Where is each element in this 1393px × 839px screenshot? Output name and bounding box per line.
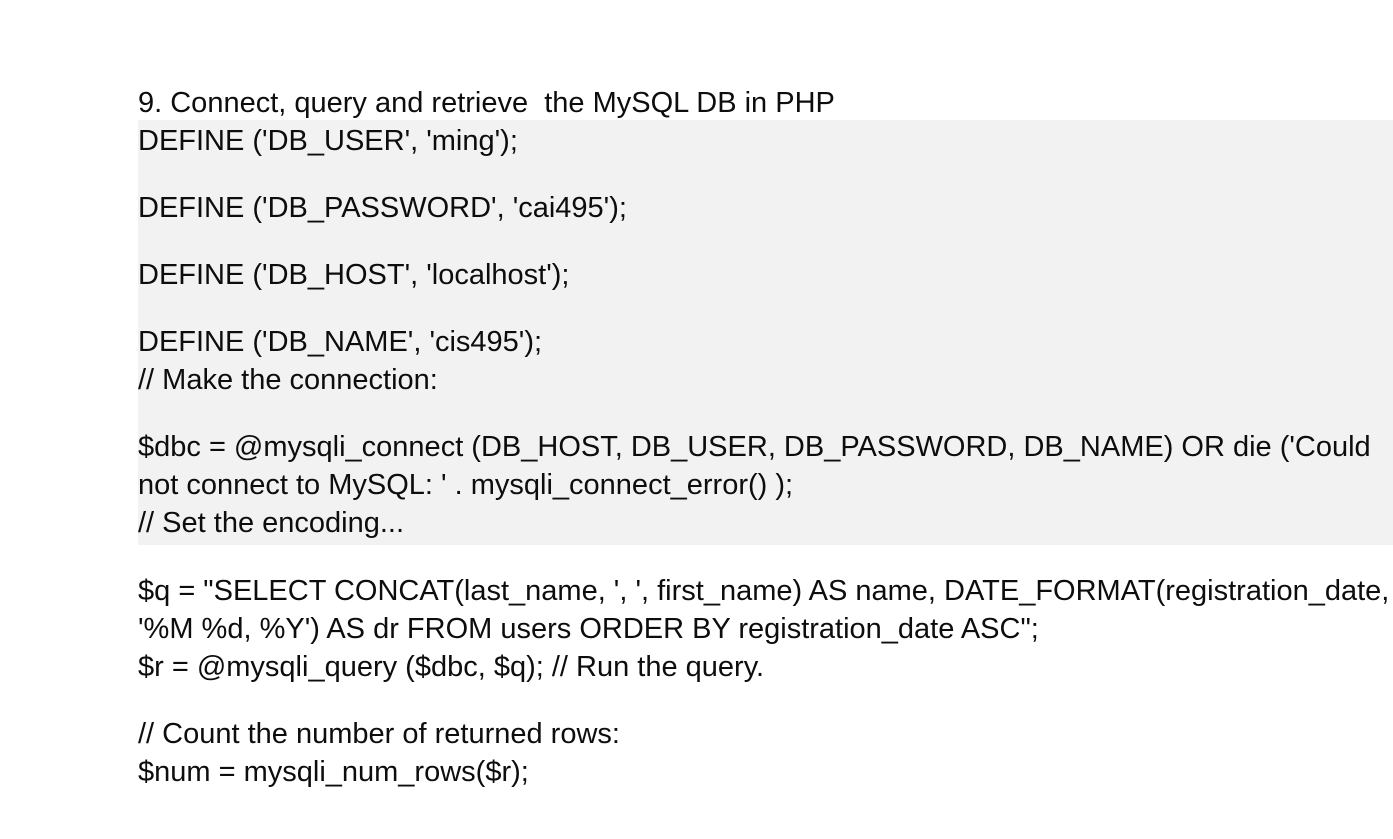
code-query-statement: $q = "SELECT CONCAT(last_name, ', ', fir… [138, 575, 1390, 645]
code-line: $r = @mysqli_query ($dbc, $q); // Run th… [138, 651, 765, 683]
code-blank-line [138, 294, 1393, 323]
section-gap [138, 542, 1393, 572]
code-comment-line: // Make the connection: [138, 364, 438, 396]
code-line: DEFINE ('DB_USER', 'ming'); [138, 125, 518, 157]
code-comment-line: // Count the number of returned rows: [138, 718, 620, 750]
code-blank-line [138, 160, 1393, 189]
code-connect-statement: $dbc = @mysqli_connect (DB_HOST, DB_USER… [138, 431, 1371, 501]
code-comment-line: // Set the encoding... [138, 507, 405, 539]
code-line: DEFINE ('DB_NAME', 'cis495'); [138, 326, 543, 358]
lower-code-block: $q = "SELECT CONCAT(last_name, ', ', fir… [138, 572, 1393, 791]
code-blank-line [138, 399, 1393, 428]
code-block: DEFINE ('DB_USER', 'ming'); DEFINE ('DB_… [138, 122, 1393, 542]
code-blank-line [138, 686, 1393, 715]
code-block-highlight [138, 120, 1393, 545]
code-line: DEFINE ('DB_PASSWORD', 'cai495'); [138, 192, 627, 224]
slide-content: 9. Connect, query and retrieve the MySQL… [138, 84, 1393, 791]
code-line: $num = mysqli_num_rows($r); [138, 756, 529, 788]
code-line: DEFINE ('DB_HOST', 'localhost'); [138, 259, 570, 291]
page-title: 9. Connect, query and retrieve the MySQL… [138, 87, 835, 119]
code-blank-line [138, 227, 1393, 256]
